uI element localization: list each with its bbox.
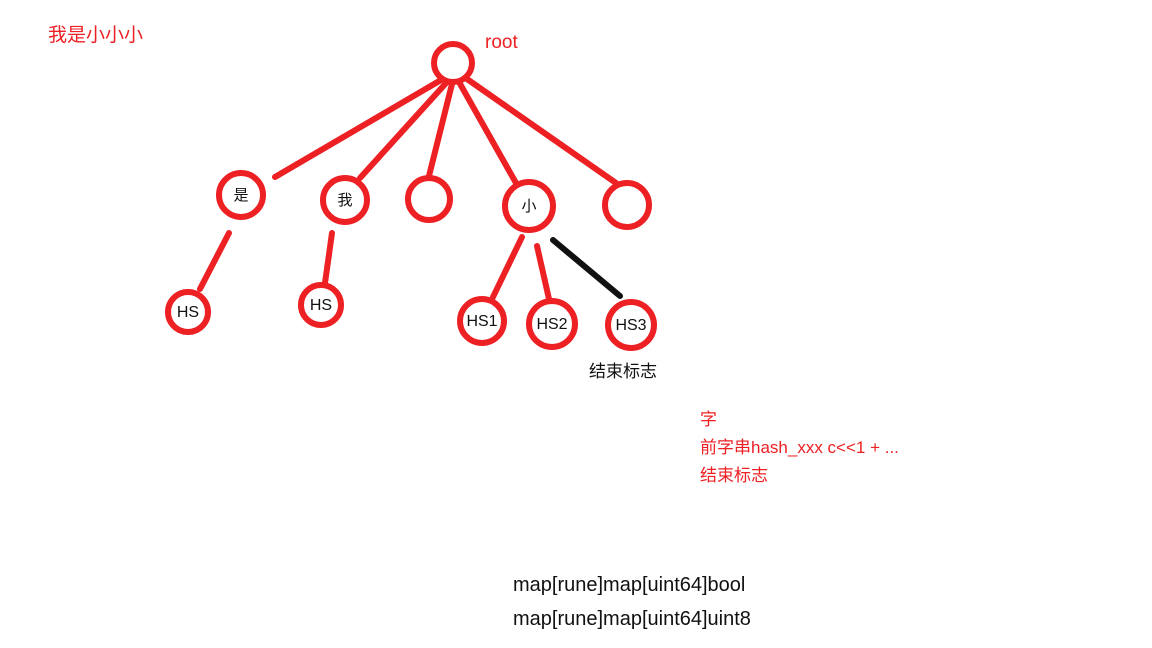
tree-edge-n-wo-to-n-hs-b xyxy=(322,230,335,286)
tree-node-n-hs-a[interactable]: HS xyxy=(165,289,211,335)
node-circle xyxy=(165,289,211,335)
code-block: map[rune]map[uint64]bool map[rune]map[ui… xyxy=(513,575,751,629)
node-circle xyxy=(457,296,507,346)
node-circle xyxy=(602,180,652,230)
node-circle xyxy=(405,175,453,223)
root-node-label: root xyxy=(485,32,518,53)
tree-node-n-hs1[interactable]: HS1 xyxy=(457,296,507,346)
tree-edges xyxy=(197,76,623,302)
tree-edge-root-to-n-shi xyxy=(272,77,444,180)
tree-edge-root-to-n-wo xyxy=(357,79,450,181)
tree-edge-root-to-n-empty1 xyxy=(426,81,455,179)
tree-node-n-hs3[interactable]: HS3 xyxy=(605,299,657,351)
tree-node-n-hs2[interactable]: HS2 xyxy=(526,298,578,350)
tree-edge-root-to-n-xiao xyxy=(456,79,519,186)
tree-node-n-empty2[interactable] xyxy=(602,180,652,230)
node-label: HS xyxy=(310,297,332,314)
tree-edge-root-to-n-empty2 xyxy=(464,76,619,186)
node-circle xyxy=(320,175,370,225)
tree-node-n-hs-b[interactable]: HS xyxy=(298,282,344,328)
code-line: map[rune]map[uint64]bool xyxy=(513,574,746,596)
annotation-line: 前字串hash_xxx c<<1 + ... xyxy=(700,438,899,457)
node-circle xyxy=(431,41,475,85)
annotation-line: 字 xyxy=(700,410,717,429)
code-line: map[rune]map[uint64]uint8 xyxy=(513,608,751,630)
tree-node-root[interactable] xyxy=(431,41,475,85)
title-note: 我是小小小 xyxy=(48,25,144,46)
node-circle xyxy=(216,170,266,220)
node-label: 小 xyxy=(521,198,536,215)
tree-node-n-shi[interactable]: 是 xyxy=(216,170,266,220)
tree-edge-n-xiao-to-n-hs1 xyxy=(490,234,525,300)
node-label: HS2 xyxy=(536,316,567,333)
node-circle xyxy=(605,299,657,351)
tree-node-n-xiao[interactable]: 小 xyxy=(502,179,556,233)
tree-node-n-empty1[interactable] xyxy=(405,175,453,223)
node-circle xyxy=(502,179,556,233)
node-label: 我 xyxy=(337,192,352,209)
tree-edge-n-xiao-to-n-hs3 xyxy=(550,237,623,299)
tree-edge-n-shi-to-n-hs-a xyxy=(197,230,232,292)
node-circle xyxy=(298,282,344,328)
node-label: 是 xyxy=(233,187,248,204)
annotation-line: 结束标志 xyxy=(700,466,768,485)
tree-node-n-wo[interactable]: 我 xyxy=(320,175,370,225)
end-flag-label: 结束标志 xyxy=(589,362,657,381)
node-circle xyxy=(526,298,578,350)
annotation-block: 字 前字串hash_xxx c<<1 + ... 结束标志 xyxy=(700,411,899,484)
node-label: HS xyxy=(177,304,199,321)
node-label: HS3 xyxy=(615,317,646,334)
tree-nodes: 是 我 小 HS HS HS1 HS2 HS3 xyxy=(165,41,657,351)
node-label: HS1 xyxy=(466,313,497,330)
tree-edge-n-xiao-to-n-hs2 xyxy=(534,243,552,302)
